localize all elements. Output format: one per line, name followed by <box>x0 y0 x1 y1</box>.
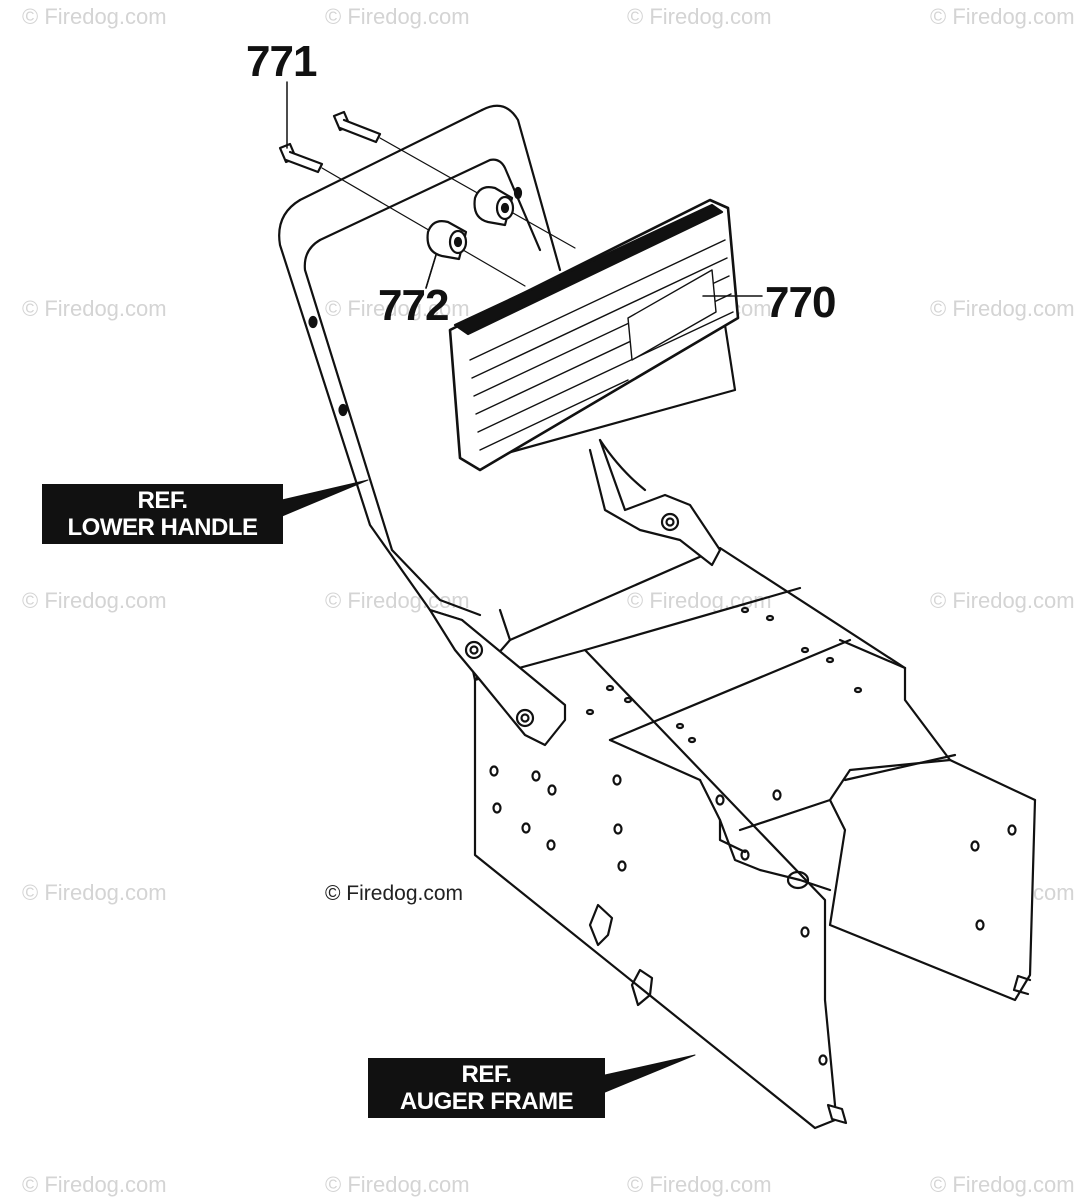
watermark: © Firedog.com <box>930 4 1075 29</box>
watermark: © Firedog.com <box>22 4 167 29</box>
ref-lower-handle-label: REF. LOWER HANDLE <box>42 484 283 544</box>
ref-auger-frame-line1: REF. <box>461 1061 512 1088</box>
ref-lower-handle-line2: LOWER HANDLE <box>67 514 258 541</box>
watermark: © Firedog.com <box>930 588 1075 613</box>
watermark: © Firedog.com <box>325 296 470 321</box>
copyright-credit: © Firedog.com <box>325 882 464 905</box>
leader-lines <box>286 81 763 297</box>
ref-lower-handle-pointer <box>281 479 369 517</box>
callout-771: 771 <box>246 37 317 86</box>
watermark: © Firedog.com <box>930 1172 1075 1197</box>
watermark: © Firedog.com <box>930 296 1075 321</box>
callout-770: 770 <box>765 278 836 327</box>
watermark: © Firedog.com <box>627 4 772 29</box>
ref-auger-frame-pointer <box>604 1054 696 1093</box>
auger-frame-drawing <box>473 546 1037 1130</box>
watermark: © Firedog.com <box>22 1172 167 1197</box>
ref-lower-handle-line1: REF. <box>137 487 188 514</box>
watermark: © Firedog.com <box>22 588 167 613</box>
ref-auger-frame-line2: AUGER FRAME <box>399 1088 574 1115</box>
watermark: © Firedog.com <box>325 4 470 29</box>
bolt-771-drawing <box>278 110 576 287</box>
ref-auger-frame-label: REF. AUGER FRAME <box>368 1058 605 1118</box>
spacer-772-drawing <box>426 186 515 261</box>
watermark: © Firedog.com <box>325 588 470 613</box>
lower-handle-drawing <box>278 104 722 747</box>
panel-770-drawing <box>448 198 740 472</box>
watermark: © Firedog.com <box>22 880 167 905</box>
watermark: © Firedog.com <box>627 1172 772 1197</box>
watermark: © Firedog.com <box>325 1172 470 1197</box>
callout-772: 772 <box>378 281 449 330</box>
watermark: © Firedog.com <box>22 296 167 321</box>
